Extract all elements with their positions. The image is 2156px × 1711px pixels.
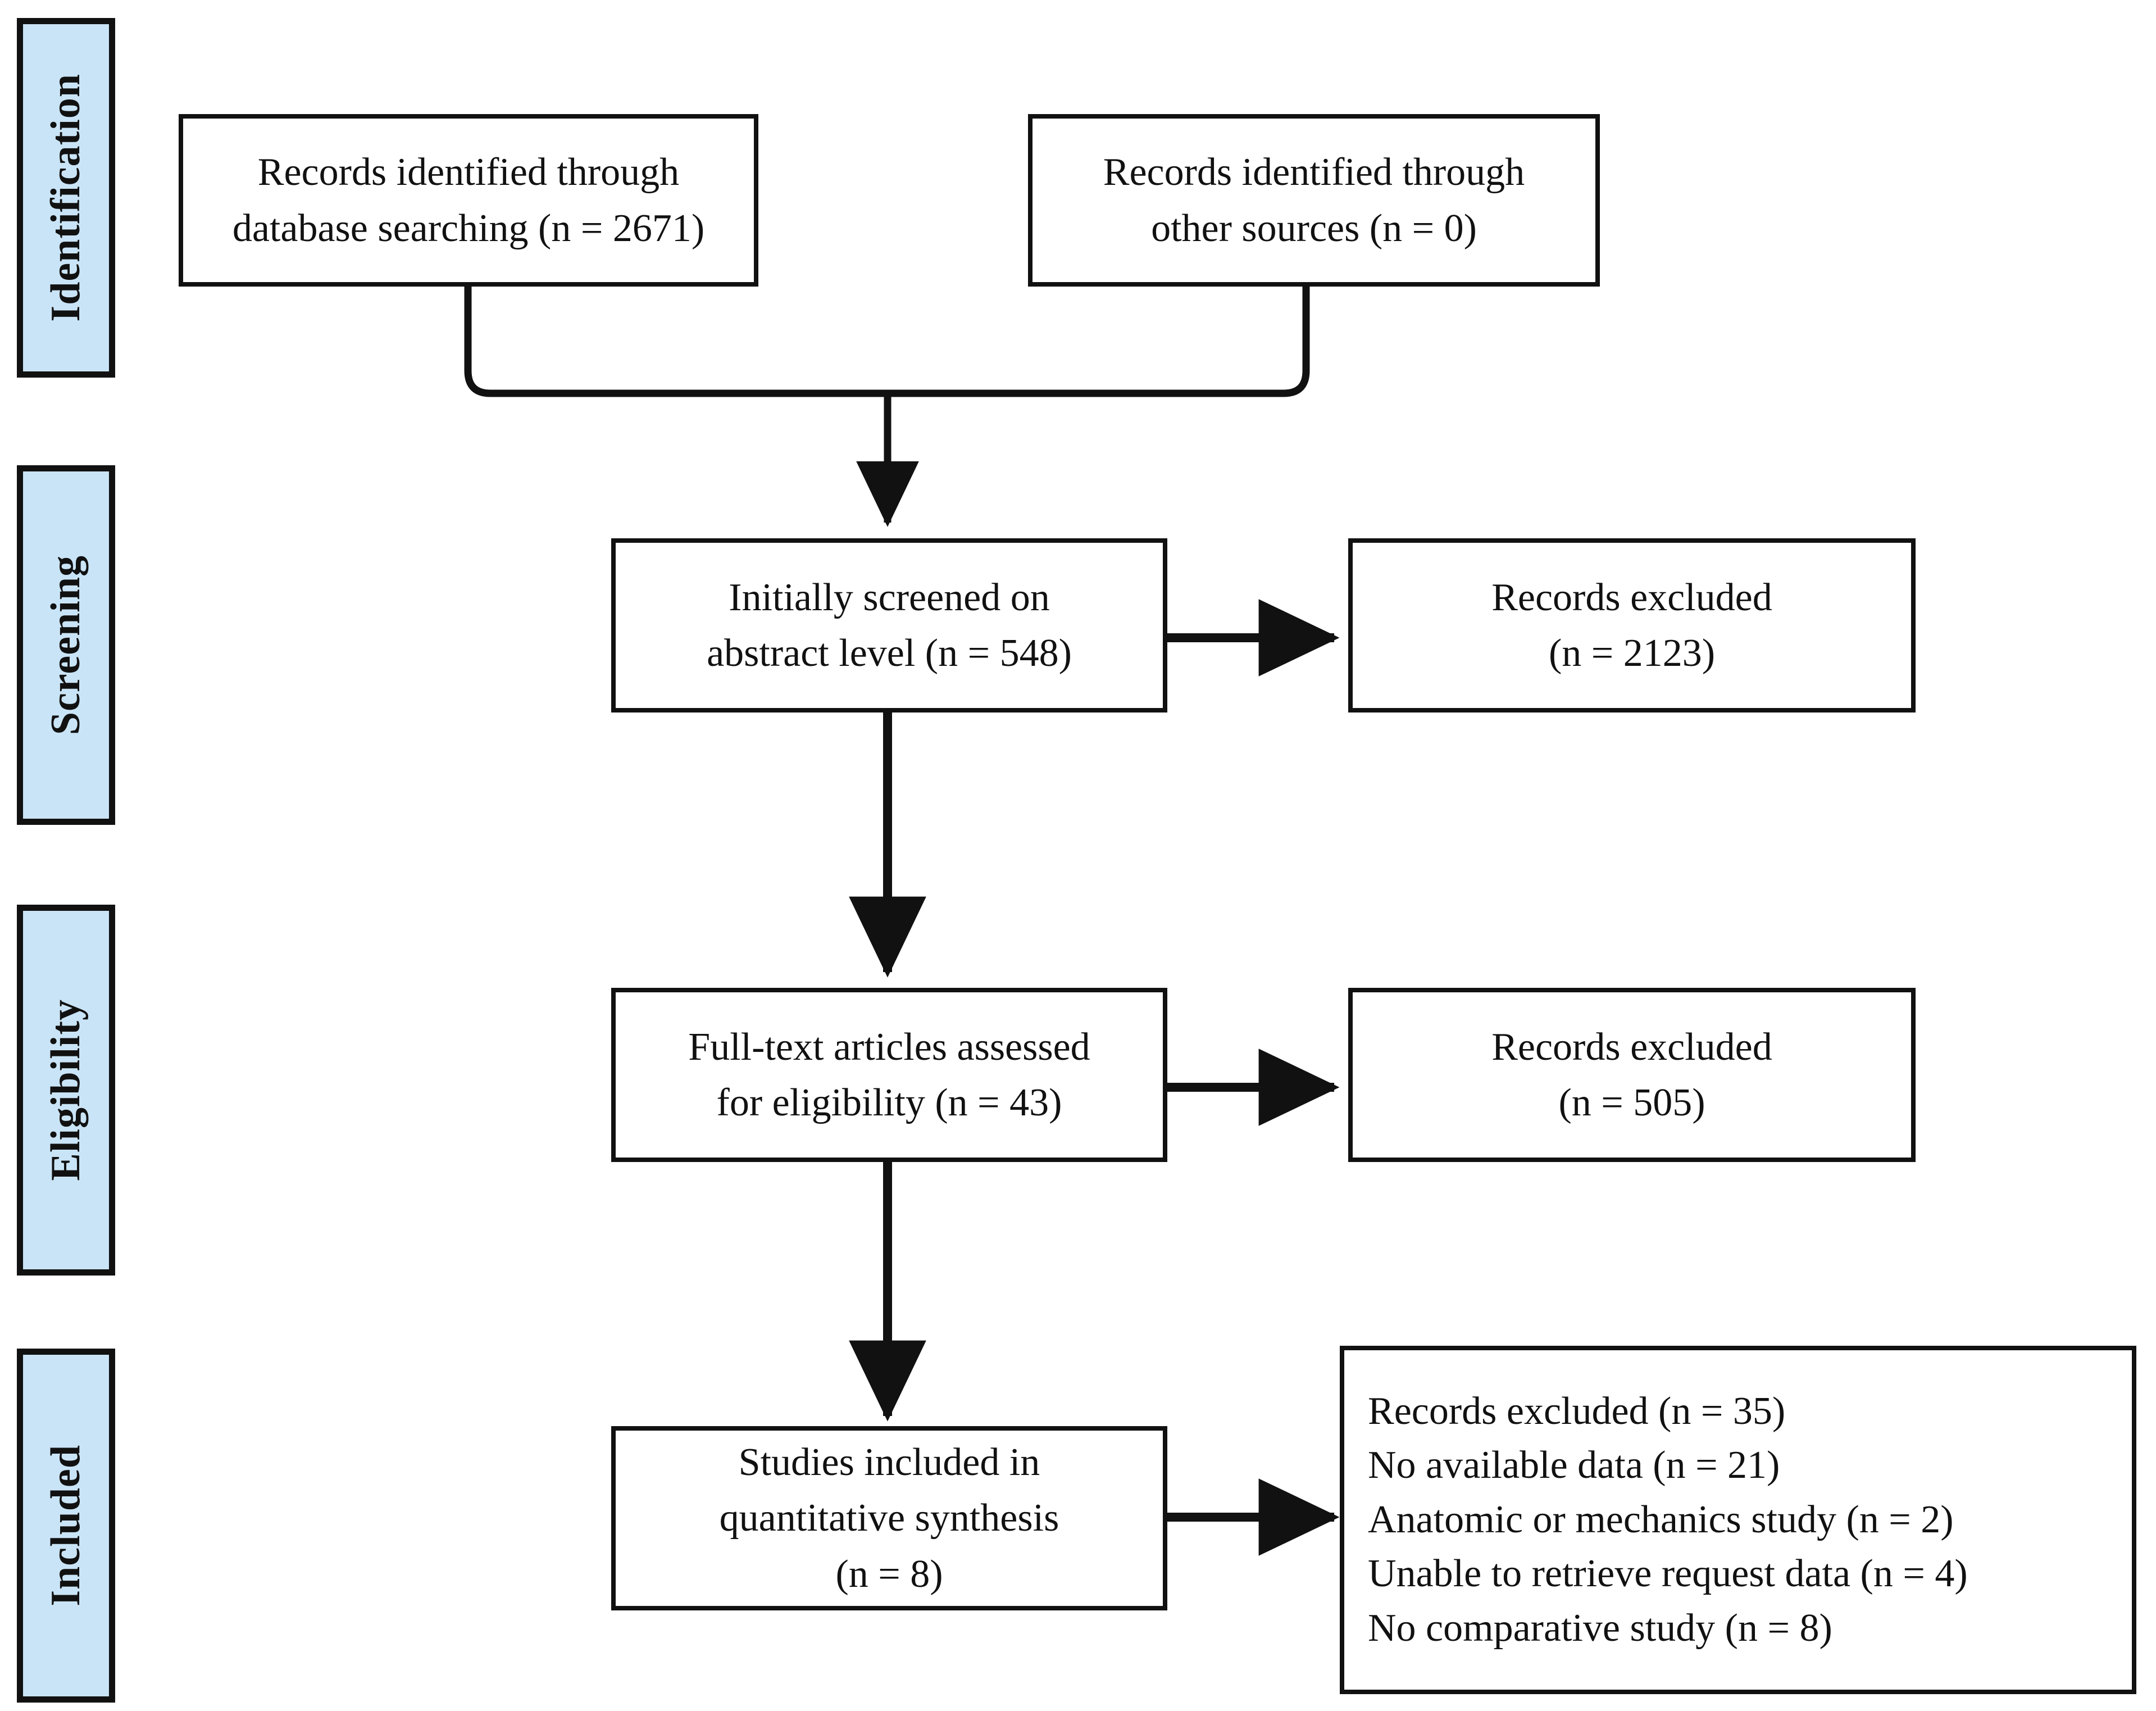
- edge-merge-identification: [464, 285, 1310, 397]
- phase-label-identification: Identification: [17, 18, 115, 378]
- phase-label-screening: Screening: [17, 465, 115, 825]
- node-fulltext-articles-assessed[interactable]: Full-text articles assessed for eligibil…: [611, 988, 1167, 1162]
- node-initially-screened-abstract[interactable]: Initially screened on abstract level (n …: [611, 538, 1167, 712]
- phase-label-included-text: Included: [43, 1445, 89, 1606]
- node-records-identified-database[interactable]: Records identified through database sear…: [179, 114, 758, 287]
- node-fulltext-articles-assessed-text: Full-text articles assessed for eligibil…: [688, 1025, 1090, 1124]
- phase-label-screening-text: Screening: [43, 555, 89, 736]
- phase-label-included: Included: [17, 1349, 115, 1703]
- node-studies-included-synthesis-text: Studies included in quantitative synthes…: [719, 1440, 1059, 1596]
- node-records-excluded-screening-text: Records excluded (n = 2123): [1491, 575, 1772, 675]
- node-records-excluded-eligibility[interactable]: Records excluded (n = 505): [1348, 988, 1916, 1162]
- node-records-identified-other[interactable]: Records identified through other sources…: [1028, 114, 1600, 287]
- node-records-identified-database-text: Records identified through database sear…: [232, 151, 705, 250]
- phase-label-eligibility-text: Eligibility: [43, 999, 89, 1181]
- node-studies-included-synthesis[interactable]: Studies included in quantitative synthes…: [611, 1426, 1167, 1610]
- node-records-excluded-screening[interactable]: Records excluded (n = 2123): [1348, 538, 1916, 712]
- node-initially-screened-abstract-text: Initially screened on abstract level (n …: [707, 575, 1072, 675]
- node-records-excluded-reasons[interactable]: Records excluded (n = 35) No available d…: [1340, 1346, 2136, 1694]
- phase-label-identification-text: Identification: [43, 74, 89, 322]
- node-records-excluded-eligibility-text: Records excluded (n = 505): [1491, 1025, 1772, 1124]
- node-records-identified-other-text: Records identified through other sources…: [1103, 151, 1525, 250]
- node-records-excluded-reasons-text: Records excluded (n = 35) No available d…: [1368, 1389, 1968, 1650]
- phase-label-eligibility: Eligibility: [17, 905, 115, 1276]
